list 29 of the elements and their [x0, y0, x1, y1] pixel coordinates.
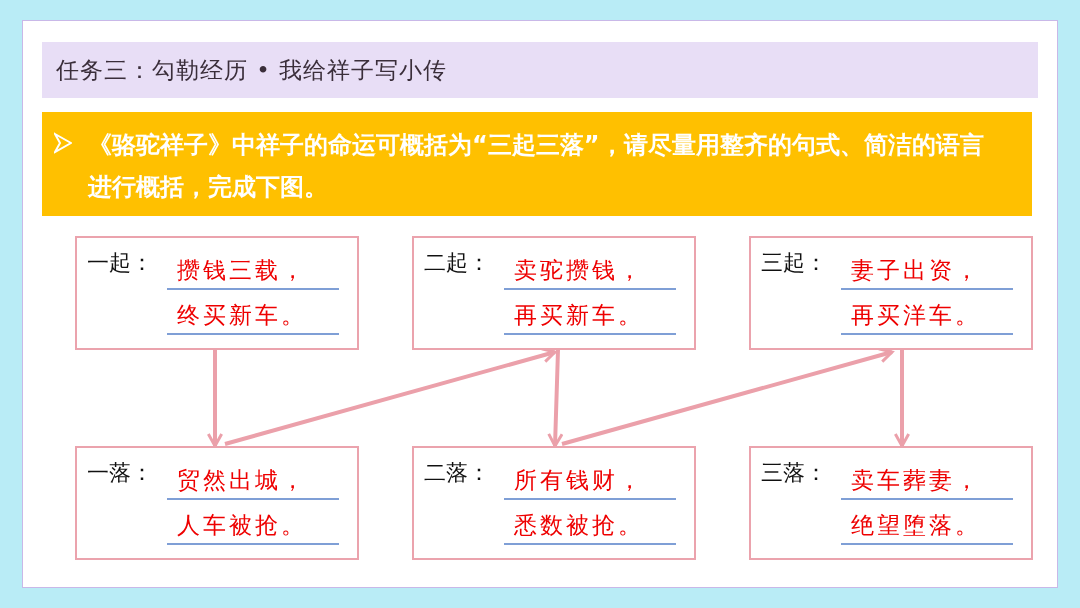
- stage-label: 一落：: [87, 459, 153, 487]
- stage-box: [75, 236, 359, 350]
- answer-line: 悉数被抢。: [504, 507, 676, 545]
- answer-line: 所有钱财，: [504, 462, 676, 500]
- stage-box: [412, 236, 696, 350]
- stage-label: 一起：: [87, 249, 153, 277]
- answer-line: 妻子出资，: [841, 252, 1013, 290]
- instruction-text: 《骆驼祥子》中祥子的命运可概括为“三起三落”，请尽量用整齐的句式、简洁的语言进行概括，完成下图。: [88, 130, 985, 203]
- answer-line: 人车被抢。: [167, 507, 339, 545]
- answer-line: 再买洋车。: [841, 297, 1013, 335]
- arrow: [547, 349, 564, 448]
- stage-label: 三起：: [761, 249, 827, 277]
- stage-box: [412, 446, 696, 560]
- answer-line: 卖车葬妻，: [841, 462, 1013, 500]
- stage-box: [749, 446, 1033, 560]
- arrow: [206, 350, 224, 448]
- stage-label: 三落：: [761, 459, 827, 487]
- stage-label: 二起：: [424, 249, 490, 277]
- title: 任务三：勾勒经历 • 我给祥子写小传: [56, 56, 448, 85]
- stage-label: 二落：: [424, 459, 490, 487]
- answer-line: 攒钱三载，: [167, 252, 339, 290]
- answer-line: 终买新车。: [167, 297, 339, 335]
- answer-line: 贸然出城，: [167, 462, 339, 500]
- arrow: [893, 350, 911, 448]
- stage-box: [749, 236, 1033, 350]
- stage-box: [75, 446, 359, 560]
- answer-line: 绝望堕落。: [841, 507, 1013, 545]
- answer-line: 卖驼攒钱，: [504, 252, 676, 290]
- answer-line: 再买新车。: [504, 297, 676, 335]
